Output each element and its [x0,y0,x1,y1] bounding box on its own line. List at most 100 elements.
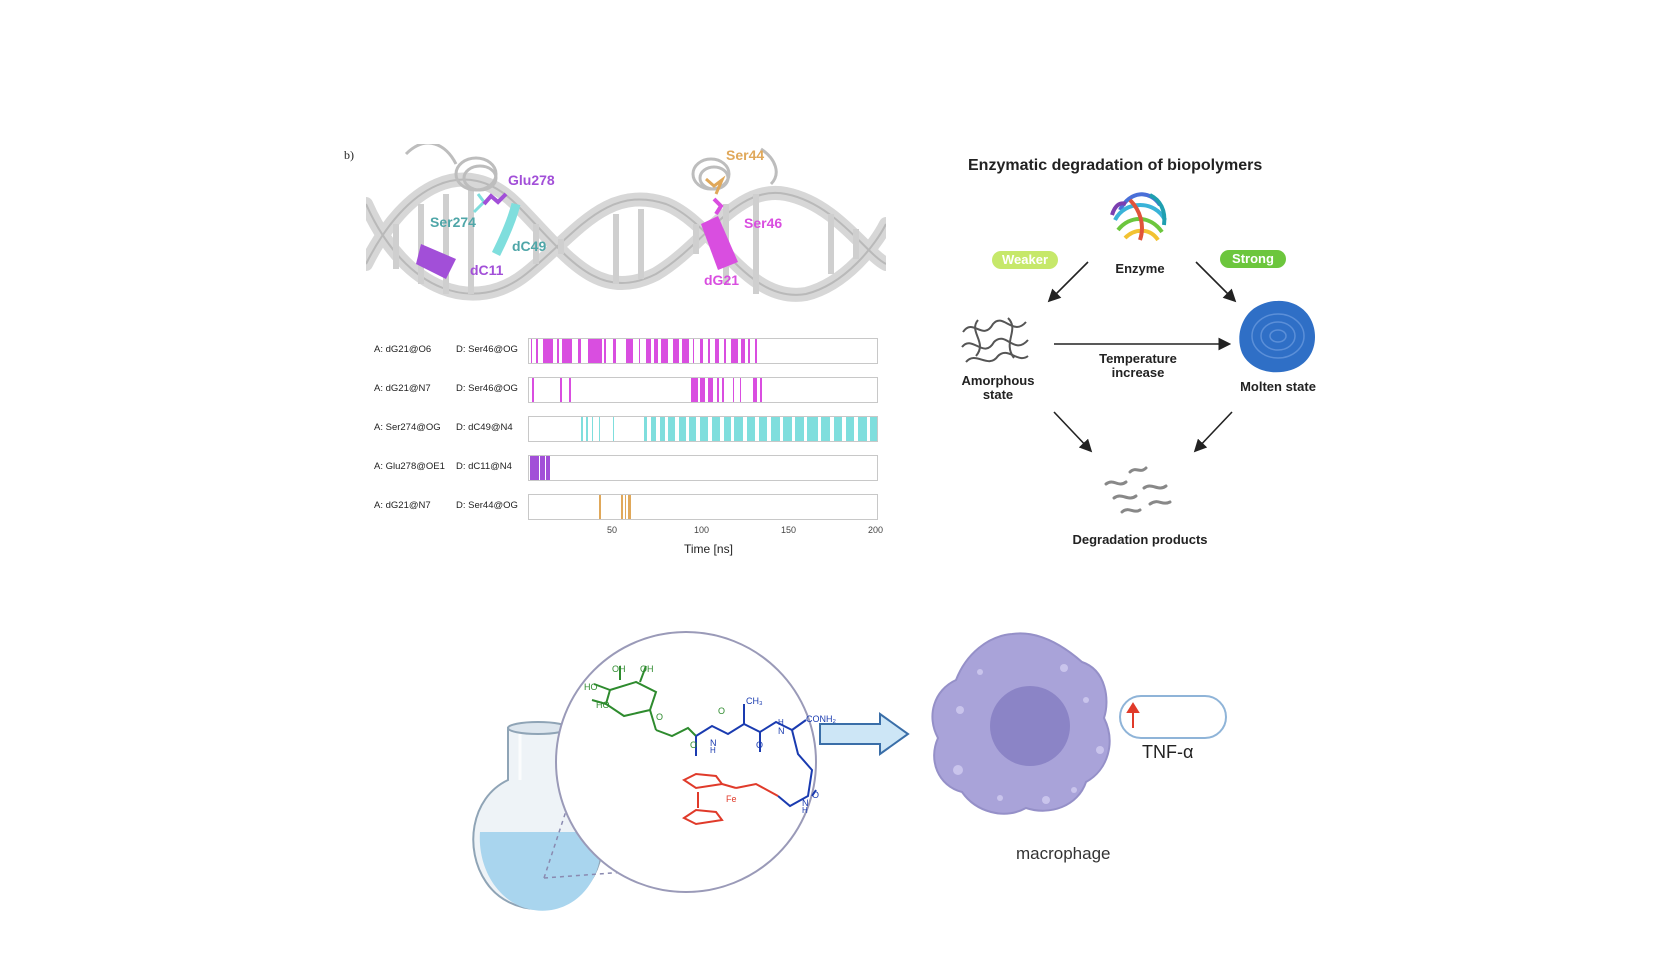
track-donor-label: D: dC11@N4 [456,461,512,472]
hbond-event-bar [535,339,538,363]
label-ser46: Ser46 [744,215,783,231]
atom-conh2: CONH₂ [806,714,836,724]
hbond-event-bar [540,456,545,480]
hbond-event-bar [529,456,540,480]
peptide-moiety [695,704,817,808]
hbond-event-bar [870,417,877,441]
sugar-moiety [591,665,697,738]
hbond-event-bar [588,339,603,363]
magenta-residue [712,197,724,216]
hbond-event-bar [560,378,563,402]
hbond-event-bar [699,378,705,402]
hbond-event-bar [833,417,843,441]
atom-fe: Fe [726,794,737,804]
atom-h3: H [802,806,808,815]
atom-o5: O [812,790,820,800]
tnf-pill [1119,695,1227,739]
hbond-event-bar [603,339,607,363]
strong-pill: Strong [1220,250,1286,268]
cyan-residue [472,193,486,214]
atom-ch3: CH₃ [746,696,763,706]
track-acceptor-label: A: dG21@O6 [374,344,432,355]
hbond-event-bar [741,339,745,363]
atom-oh1: OH [612,664,626,674]
amorphous-label-line1: Amorphous [961,373,1035,388]
hbond-event-bar [795,417,804,441]
hbond-event-bar [857,417,867,441]
panel-b-label: b) [344,148,354,162]
hbond-event-bar [530,339,532,363]
track-acceptor-label: A: Glu278@OE1 [374,461,445,472]
hbond-event-bar [556,339,560,363]
amorphous-label-line2: state [982,387,1014,402]
track-raster-box [528,494,878,520]
hbond-event-bar [722,378,724,402]
atom-ho2: HO [596,700,610,710]
hbond-event-bar [821,417,830,441]
bottom-illustration [472,631,1227,911]
hbond-event-bar [689,417,697,441]
track-donor-label: D: dC49@N4 [456,422,513,433]
hbond-event-bar [577,339,582,363]
hbond-event-bar [746,417,756,441]
hbond-event-bar [723,417,731,441]
atom-h2: H [778,718,784,727]
atom-o1: O [690,740,698,750]
atom-n3: N [802,798,809,808]
cyan-strand [491,202,521,257]
hbond-event-bar [770,417,780,441]
hbond-event-bar [739,378,742,402]
amorphous-polymer-icon [961,317,1029,363]
hbond-event-bar [758,417,768,441]
label-dc11: dC11 [470,262,504,278]
macrophage-label: macrophage [1016,844,1111,863]
hbond-event-bar [699,417,709,441]
hbond-event-bar [645,339,651,363]
hbond-event-bar [748,339,750,363]
temperature-label-line1: Temperature [1099,351,1177,366]
track-raster-box [528,377,878,403]
enzyme-icon [1110,192,1167,242]
hbond-event-bar [708,378,714,402]
purple-base-dc11 [416,244,456,279]
label-glu278: Glu278 [508,172,555,188]
atom-ho1: HO [584,682,598,692]
atom-o3: O [756,740,764,750]
hbond-event-bar [673,339,679,363]
hbond-event-bar [668,417,676,441]
temperature-label-line2: increase [1111,365,1165,380]
hbond-event-bar [692,339,695,363]
hbond-event-bar [734,417,743,441]
hbond-event-bar [621,495,623,519]
hbond-event-bar [723,339,726,363]
hbond-event-bar [562,339,573,363]
macrophage-vesicles [953,664,1104,804]
magenta-base-dg21 [701,216,738,270]
hbond-event-bar [708,339,710,363]
process-arrow [819,712,910,756]
hbond-event-bar [711,417,721,441]
atom-o2: O [718,706,726,716]
hbond-event-bar [730,339,738,363]
x-tick-label: 50 [607,525,618,535]
amorphous-label: Amorphous state [950,374,1046,402]
degradation-arrows [1047,261,1237,453]
hbond-event-bar [654,339,658,363]
track-acceptor-label: A: dG21@N7 [374,383,431,394]
hbond-event-bar [807,417,818,441]
hbond-event-bar [755,339,757,363]
protein-helix-left [404,144,498,192]
hbond-event-bar [581,417,583,441]
track-donor-label: D: Ser44@OG [456,500,518,511]
track-donor-label: D: Ser46@OG [456,383,518,394]
track-donor-label: D: Ser46@OG [456,344,518,355]
orange-residue [705,175,726,195]
hbond-event-bar [659,417,665,441]
hbond-event-bar [624,495,627,519]
atom-n1: N [710,738,717,748]
degradation-products-icon [1104,466,1172,514]
temperature-label: Temperature increase [1088,352,1188,380]
atom-o4: O [656,712,664,722]
hbond-event-bar [732,378,735,402]
hbond-event-bar [626,339,634,363]
